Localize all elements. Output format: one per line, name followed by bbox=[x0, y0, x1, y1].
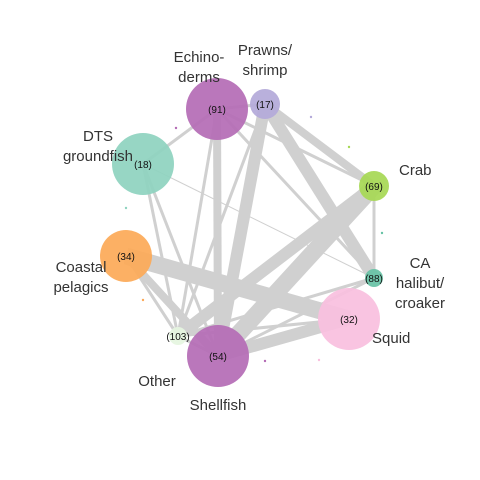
node-label-dts-groundfish: DTS groundfish bbox=[63, 128, 133, 165]
node-label-line: Other bbox=[138, 373, 176, 390]
loop-marker-dot bbox=[317, 358, 321, 362]
node-label-line: croaker bbox=[395, 295, 445, 312]
node-count-squid: (32) bbox=[340, 315, 358, 326]
node-label-line: halibut/ bbox=[396, 275, 445, 292]
node-label-line: Crab bbox=[399, 162, 432, 179]
node-label-other: Other bbox=[138, 373, 176, 390]
node-label-line: shrimp bbox=[242, 62, 287, 79]
edge-echinoderms-other bbox=[176, 108, 219, 337]
node-label-line: pelagics bbox=[53, 279, 108, 296]
loop-marker-dot bbox=[309, 115, 313, 119]
node-label-line: derms bbox=[178, 69, 220, 86]
node-label-line: Echino- bbox=[174, 49, 225, 66]
node-label-squid: Squid bbox=[372, 330, 410, 347]
node-label-line: groundfish bbox=[63, 148, 133, 165]
node-other bbox=[169, 327, 187, 345]
node-prawns bbox=[250, 89, 280, 119]
node-label-prawns: Prawns/shrimp bbox=[238, 42, 293, 79]
node-count-prawns: (17) bbox=[256, 100, 274, 111]
node-coastal-pelagics bbox=[100, 230, 152, 282]
node-label-line: Squid bbox=[372, 330, 410, 347]
node-label-line: Shellfish bbox=[190, 397, 247, 414]
loop-marker-dot bbox=[263, 359, 267, 363]
node-count-coastal-pelagics: (34) bbox=[117, 252, 135, 263]
node-label-ca-halibut: CA halibut/croaker bbox=[395, 255, 445, 312]
node-squid bbox=[318, 288, 380, 350]
loop-marker-dot bbox=[141, 298, 145, 302]
node-dts-groundfish bbox=[112, 133, 174, 195]
node-label-line: Coastal bbox=[56, 259, 107, 276]
node-crab bbox=[359, 171, 389, 201]
node-count-crab: (69) bbox=[365, 182, 383, 193]
node-label-shellfish: Shellfish bbox=[190, 397, 247, 414]
edge-other-crab bbox=[174, 181, 378, 341]
loop-marker-dot bbox=[124, 206, 128, 210]
edge-prawns-ca-halibut bbox=[259, 100, 380, 282]
node-ca-halibut bbox=[365, 269, 383, 287]
node-label-line: CA bbox=[410, 255, 431, 272]
edge-dts-groundfish-shellfish bbox=[141, 163, 220, 357]
node-label-line: DTS bbox=[83, 128, 113, 145]
node-count-other: (103) bbox=[166, 332, 189, 343]
loop-marker-layer bbox=[124, 115, 384, 363]
loop-marker-dot bbox=[174, 126, 178, 130]
edge-prawns-shellfish bbox=[212, 102, 271, 358]
node-echinoderms bbox=[186, 78, 248, 140]
node-count-dts-groundfish: (18) bbox=[134, 160, 152, 171]
node-shellfish bbox=[187, 325, 249, 387]
node-label-coastal-pelagics: Coastal pelagics bbox=[53, 259, 108, 296]
edge-echinoderms-ca-halibut bbox=[215, 107, 376, 280]
node-layer bbox=[100, 78, 389, 387]
node-count-ca-halibut: (88) bbox=[365, 274, 383, 285]
node-label-echinoderms: Echino-derms bbox=[174, 49, 225, 86]
node-count-shellfish: (54) bbox=[209, 352, 227, 363]
edge-prawns-crab bbox=[262, 100, 377, 190]
edge-prawns-other bbox=[176, 103, 267, 337]
node-label-crab: Crab bbox=[399, 162, 432, 179]
node-label-line: Prawns/ bbox=[238, 42, 293, 59]
label-layer: (91) Echino-derms (17) Prawns/shrimp (69) Cra… bbox=[53, 42, 445, 414]
loop-marker-dot bbox=[380, 231, 384, 235]
loop-marker-dot bbox=[347, 145, 351, 149]
edge-dts-groundfish-ca-halibut bbox=[142, 163, 375, 279]
node-count-echinoderms: (91) bbox=[208, 105, 226, 116]
edge-shellfish-crab bbox=[211, 180, 381, 362]
